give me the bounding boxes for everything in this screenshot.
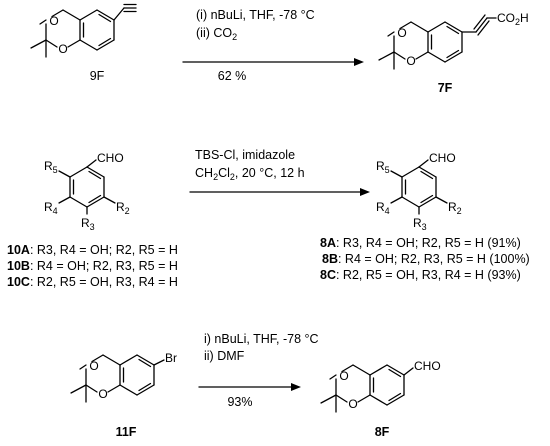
compound-label-7F: 7F bbox=[438, 81, 453, 95]
yield-text: 62 % bbox=[218, 69, 247, 83]
bromine-atom: Br bbox=[165, 351, 177, 365]
condition-text: i) nBuLi, THF, -78 °C bbox=[204, 332, 319, 346]
substituent-r3: R3 bbox=[413, 216, 427, 232]
oxygen-atom: O bbox=[348, 397, 357, 411]
substituent-r2: R2 bbox=[116, 200, 130, 216]
condition-text: (ii) CO2 bbox=[196, 26, 237, 42]
substituent-r4: R4 bbox=[44, 200, 58, 216]
substituent-r2: R2 bbox=[448, 200, 462, 216]
reaction-1: O O 9F (i) nBuLi, THF, -78 °C (ii) CO2 6… bbox=[30, 3, 529, 95]
aldehyde-group: CHO bbox=[429, 151, 456, 165]
oxygen-atom: O bbox=[89, 359, 98, 373]
compound-9F-structure: O O bbox=[30, 3, 137, 58]
oxygen-atom: O bbox=[397, 26, 406, 40]
arrow-head bbox=[291, 383, 301, 391]
product-compound-list: 8A: R3, R4 = OH; R2, R5 = H (91%) 8B: R4… bbox=[320, 236, 530, 282]
compound-entry: 10B: R4 = OH; R2, R3, R5 = H bbox=[7, 259, 178, 273]
start-compound-list: 10A: R3, R4 = OH; R2, R5 = H 10B: R4 = O… bbox=[7, 243, 178, 289]
reaction-3: O O Br 11F i) nBuLi, THF, -78 °C ii) DMF… bbox=[70, 332, 441, 439]
aldehyde-group: CHO bbox=[414, 359, 441, 373]
compound-entry: 8B: R4 = OH; R2, R3, R5 = H (100%) bbox=[322, 252, 530, 266]
substituent-r4: R4 bbox=[376, 200, 390, 216]
condition-text: TBS-Cl, imidazole bbox=[195, 148, 295, 162]
compound-label-9F: 9F bbox=[90, 69, 105, 83]
compound-entry: 10C: R2, R5 = OH, R3, R4 = H bbox=[7, 275, 178, 289]
compound-11F-structure: O O Br bbox=[70, 351, 177, 403]
substituent-r5: R5 bbox=[376, 159, 390, 175]
arrow-head bbox=[360, 188, 370, 196]
aldehyde-group: CHO bbox=[97, 151, 124, 165]
condition-text: CH2Cl2, 20 °C, 12 h bbox=[195, 166, 305, 182]
compound-label-11F: 11F bbox=[116, 425, 137, 439]
compound-entry: 10A: R3, R4 = OH; R2, R5 = H bbox=[7, 243, 178, 257]
oxygen-atom: O bbox=[339, 369, 348, 383]
yield-text: 93% bbox=[227, 395, 252, 409]
condition-text: (i) nBuLi, THF, -78 °C bbox=[196, 8, 315, 22]
reaction-2: CHO R5 R4 R3 R2 TBS-Cl, imidazole CH2Cl2… bbox=[7, 148, 530, 289]
substituent-r3: R3 bbox=[81, 216, 95, 232]
oxygen-atom: O bbox=[49, 14, 58, 28]
carboxylic-acid-group: CO2H bbox=[497, 11, 529, 27]
compound-entry: 8A: R3, R4 = OH; R2, R5 = H (91%) bbox=[320, 236, 521, 250]
substituted-benzaldehyde-start: CHO R5 R4 R3 R2 bbox=[44, 151, 130, 232]
compound-8F-structure: O O CHO bbox=[320, 359, 441, 413]
oxygen-atom: O bbox=[406, 54, 415, 68]
substituted-benzaldehyde-product: CHO R5 R4 R3 R2 bbox=[376, 151, 462, 232]
compound-label-8F: 8F bbox=[375, 425, 390, 439]
arrow-head bbox=[354, 58, 364, 66]
oxygen-atom: O bbox=[58, 42, 67, 56]
compound-entry: 8C: R2, R5 = OH, R3, R4 = H (93%) bbox=[320, 268, 521, 282]
oxygen-atom: O bbox=[98, 387, 107, 401]
condition-text: ii) DMF bbox=[204, 349, 245, 363]
compound-7F-structure: O O CO2H bbox=[378, 11, 529, 70]
substituent-r5: R5 bbox=[44, 159, 58, 175]
